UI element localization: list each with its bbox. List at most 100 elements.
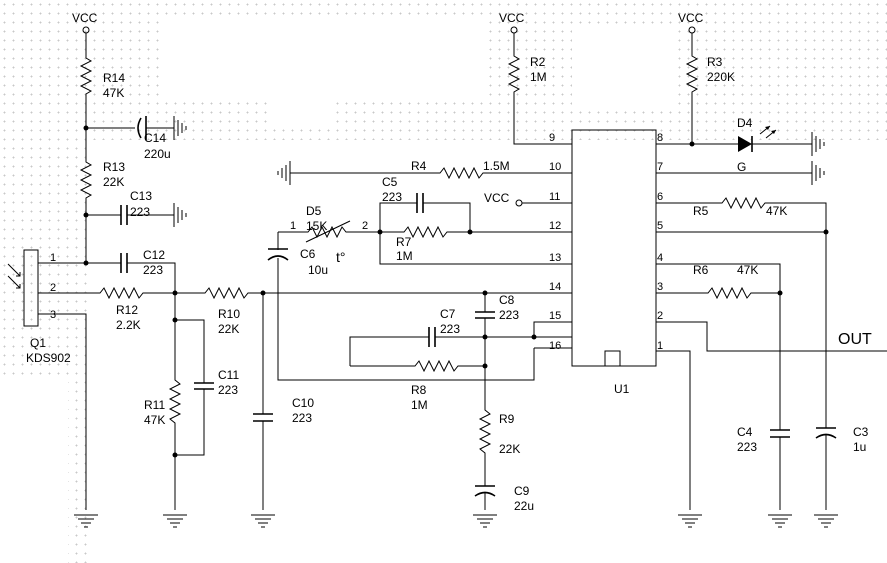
r3-resistor: R3 220K — [685, 33, 735, 144]
r5-ref: R5 — [693, 204, 709, 218]
d5-pin1: 1 — [290, 220, 296, 232]
r2-resistor: R2 1M — [507, 33, 572, 145]
pin7-ground: G — [656, 160, 825, 186]
d5-pin2: 2 — [362, 220, 368, 232]
r14-r13-chain — [79, 33, 93, 263]
c8-capacitor: C8 223 — [475, 293, 519, 337]
c12-capacitor: C12 223 — [86, 248, 176, 293]
r5-value: 47K — [766, 204, 787, 218]
vcc-label: VCC — [72, 11, 98, 25]
c5-capacitor: C5 223 — [379, 175, 471, 232]
junction — [823, 229, 829, 235]
pin1-ground — [656, 350, 703, 528]
d4-ref: D4 — [737, 116, 753, 130]
r11-value: 47K — [144, 413, 165, 427]
wire-pin4 — [656, 263, 781, 430]
vcc-label: VCC — [678, 11, 704, 25]
u1-pin16: 16 — [549, 340, 561, 352]
u1-pin3: 3 — [657, 281, 663, 293]
r14-ref: R14 — [103, 71, 125, 85]
u1-pin10: 10 — [549, 161, 561, 173]
u1-pin12: 12 — [549, 220, 561, 232]
r9-ref: R9 — [499, 412, 515, 426]
q1-value: KDS902 — [26, 351, 71, 365]
blank-region — [270, 100, 332, 128]
u1-pin5: 5 — [657, 220, 663, 232]
r7-resistor: R7 1M — [380, 225, 572, 263]
junction — [467, 229, 473, 235]
vcc-terminal-pin11: VCC — [484, 191, 572, 207]
r5-resistor: R5 47K — [656, 196, 827, 428]
vcc-pin — [510, 26, 518, 34]
junction — [531, 334, 537, 340]
r10-ref: R10 — [218, 307, 240, 321]
c11-capacitor: C11 223 — [175, 319, 239, 456]
blank-region — [572, 28, 672, 110]
r9-resistor: R9 22K — [478, 337, 520, 486]
c12-value: 223 — [143, 263, 163, 277]
q1-pin1: 1 — [50, 252, 56, 264]
u1-pin11: 11 — [549, 191, 560, 203]
output-terminal: OUT — [656, 321, 887, 352]
r8-value: 1M — [411, 398, 428, 412]
vcc-terminal-r3: VCC — [678, 11, 704, 34]
r8-ref: R8 — [411, 383, 427, 397]
c13-capacitor: C13 223 — [86, 189, 187, 228]
blank-region — [162, 20, 484, 102]
c5-ref: C5 — [382, 175, 398, 189]
q1-sensor: 1 2 3 Q1 KDS902 — [7, 249, 99, 528]
c10-ref: C10 — [292, 396, 314, 410]
c9-capacitor: C9 22u — [472, 484, 534, 528]
c4-capacitor: C4 223 — [737, 425, 793, 528]
u1-pin14: 14 — [549, 281, 561, 293]
r13-ref: R13 — [103, 160, 125, 174]
u1-pin13: 13 — [549, 252, 561, 264]
u1-pin6: 6 — [657, 191, 663, 203]
d4-led: D4 — [656, 116, 825, 157]
c11-ref: C11 — [218, 368, 239, 382]
c9-ref: C9 — [514, 484, 530, 498]
r6-resistor: R6 47K — [656, 263, 780, 300]
c12-ref: C12 — [143, 248, 165, 262]
r11-ref: R11 — [144, 398, 165, 412]
c6-ref: C6 — [300, 247, 316, 261]
u1-pin15: 15 — [549, 310, 561, 322]
c4-value: 223 — [737, 440, 757, 454]
q1-pin2: 2 — [50, 282, 56, 294]
wire-pin13 — [379, 232, 572, 265]
d5-ref: D5 — [306, 204, 322, 218]
r12-ref: R12 — [116, 303, 138, 317]
c7-value: 223 — [440, 322, 460, 336]
vcc-terminal-left: VCC — [72, 11, 98, 34]
c3-capacitor: C3 1u — [813, 425, 869, 528]
r3-ref: R3 — [707, 55, 723, 69]
vcc-terminal-r2: VCC — [499, 11, 525, 34]
u1-pin1: 1 — [657, 340, 663, 352]
junction — [777, 290, 783, 296]
vcc-label: VCC — [499, 11, 525, 25]
c13-value: 223 — [130, 205, 150, 219]
blank-region — [0, 380, 68, 563]
d5-thermistor: 1 2 D5 15K t° — [278, 204, 380, 265]
r9-value: 22K — [499, 442, 520, 456]
c14-ref: C14 — [144, 131, 166, 145]
r4-value: 1.5M — [483, 159, 510, 173]
r10-value: 22K — [218, 322, 239, 336]
u1-pin8: 8 — [657, 132, 663, 144]
r11-resistor: R11 47K — [144, 293, 188, 528]
vcc-label: VCC — [484, 191, 510, 205]
r2-ref: R2 — [530, 55, 546, 69]
r13-value: 22K — [103, 175, 124, 189]
r4-ref: R4 — [411, 159, 427, 173]
u1-ic: U1 9 10 11 12 13 14 15 16 8 7 6 5 4 3 2 … — [549, 129, 663, 396]
r7-ref: R7 — [396, 235, 412, 249]
r12-value: 2.2K — [116, 318, 141, 332]
r8-resistor: R8 1M — [350, 359, 485, 412]
vcc-pin — [688, 26, 696, 34]
c3-ref: C3 — [853, 425, 869, 439]
u1-ref: U1 — [614, 382, 630, 396]
c14-capacitor: C14 220u — [86, 115, 187, 161]
u1-pin7: 7 — [657, 161, 663, 173]
